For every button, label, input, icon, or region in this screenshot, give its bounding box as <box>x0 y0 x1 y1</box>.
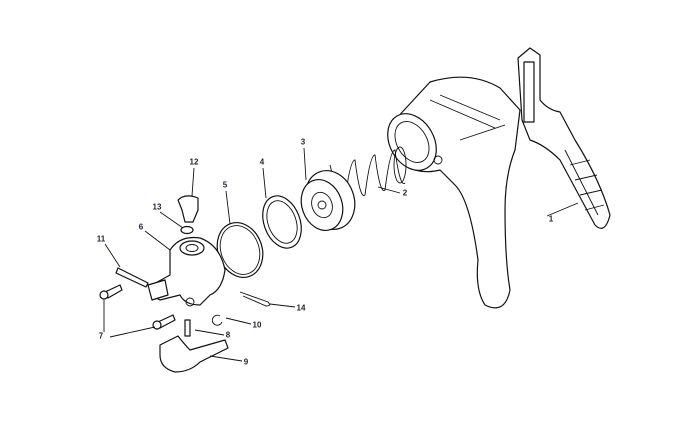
callout-6: 6 <box>138 222 144 232</box>
callout-13: 13 <box>152 202 162 212</box>
callout-12: 12 <box>189 157 199 167</box>
part-6-valve-body <box>147 236 226 307</box>
part-4-seal <box>262 195 302 249</box>
callout-2: 2 <box>402 188 408 198</box>
callout-14: 14 <box>296 303 306 313</box>
leader-lines <box>103 147 579 362</box>
part-14-spring-clip <box>239 291 271 307</box>
callout-10: 10 <box>252 320 262 330</box>
part-12-plug <box>177 195 199 223</box>
callout-9: 9 <box>243 357 249 367</box>
callout-11: 11 <box>96 234 106 244</box>
part-9-bracket <box>159 335 229 373</box>
part-3-piston <box>300 170 356 231</box>
callout-3: 3 <box>300 137 306 147</box>
part-8-valve <box>184 319 191 337</box>
part-10-clip <box>211 314 223 326</box>
callout-4: 4 <box>259 157 265 167</box>
callout-7: 7 <box>98 331 104 341</box>
part-1-handle-assembly <box>387 47 611 309</box>
callout-1: 1 <box>548 214 554 224</box>
callout-8: 8 <box>225 330 231 340</box>
part-13-washer <box>180 225 194 235</box>
part-11-pin <box>115 267 149 288</box>
callout-5: 5 <box>222 180 228 190</box>
